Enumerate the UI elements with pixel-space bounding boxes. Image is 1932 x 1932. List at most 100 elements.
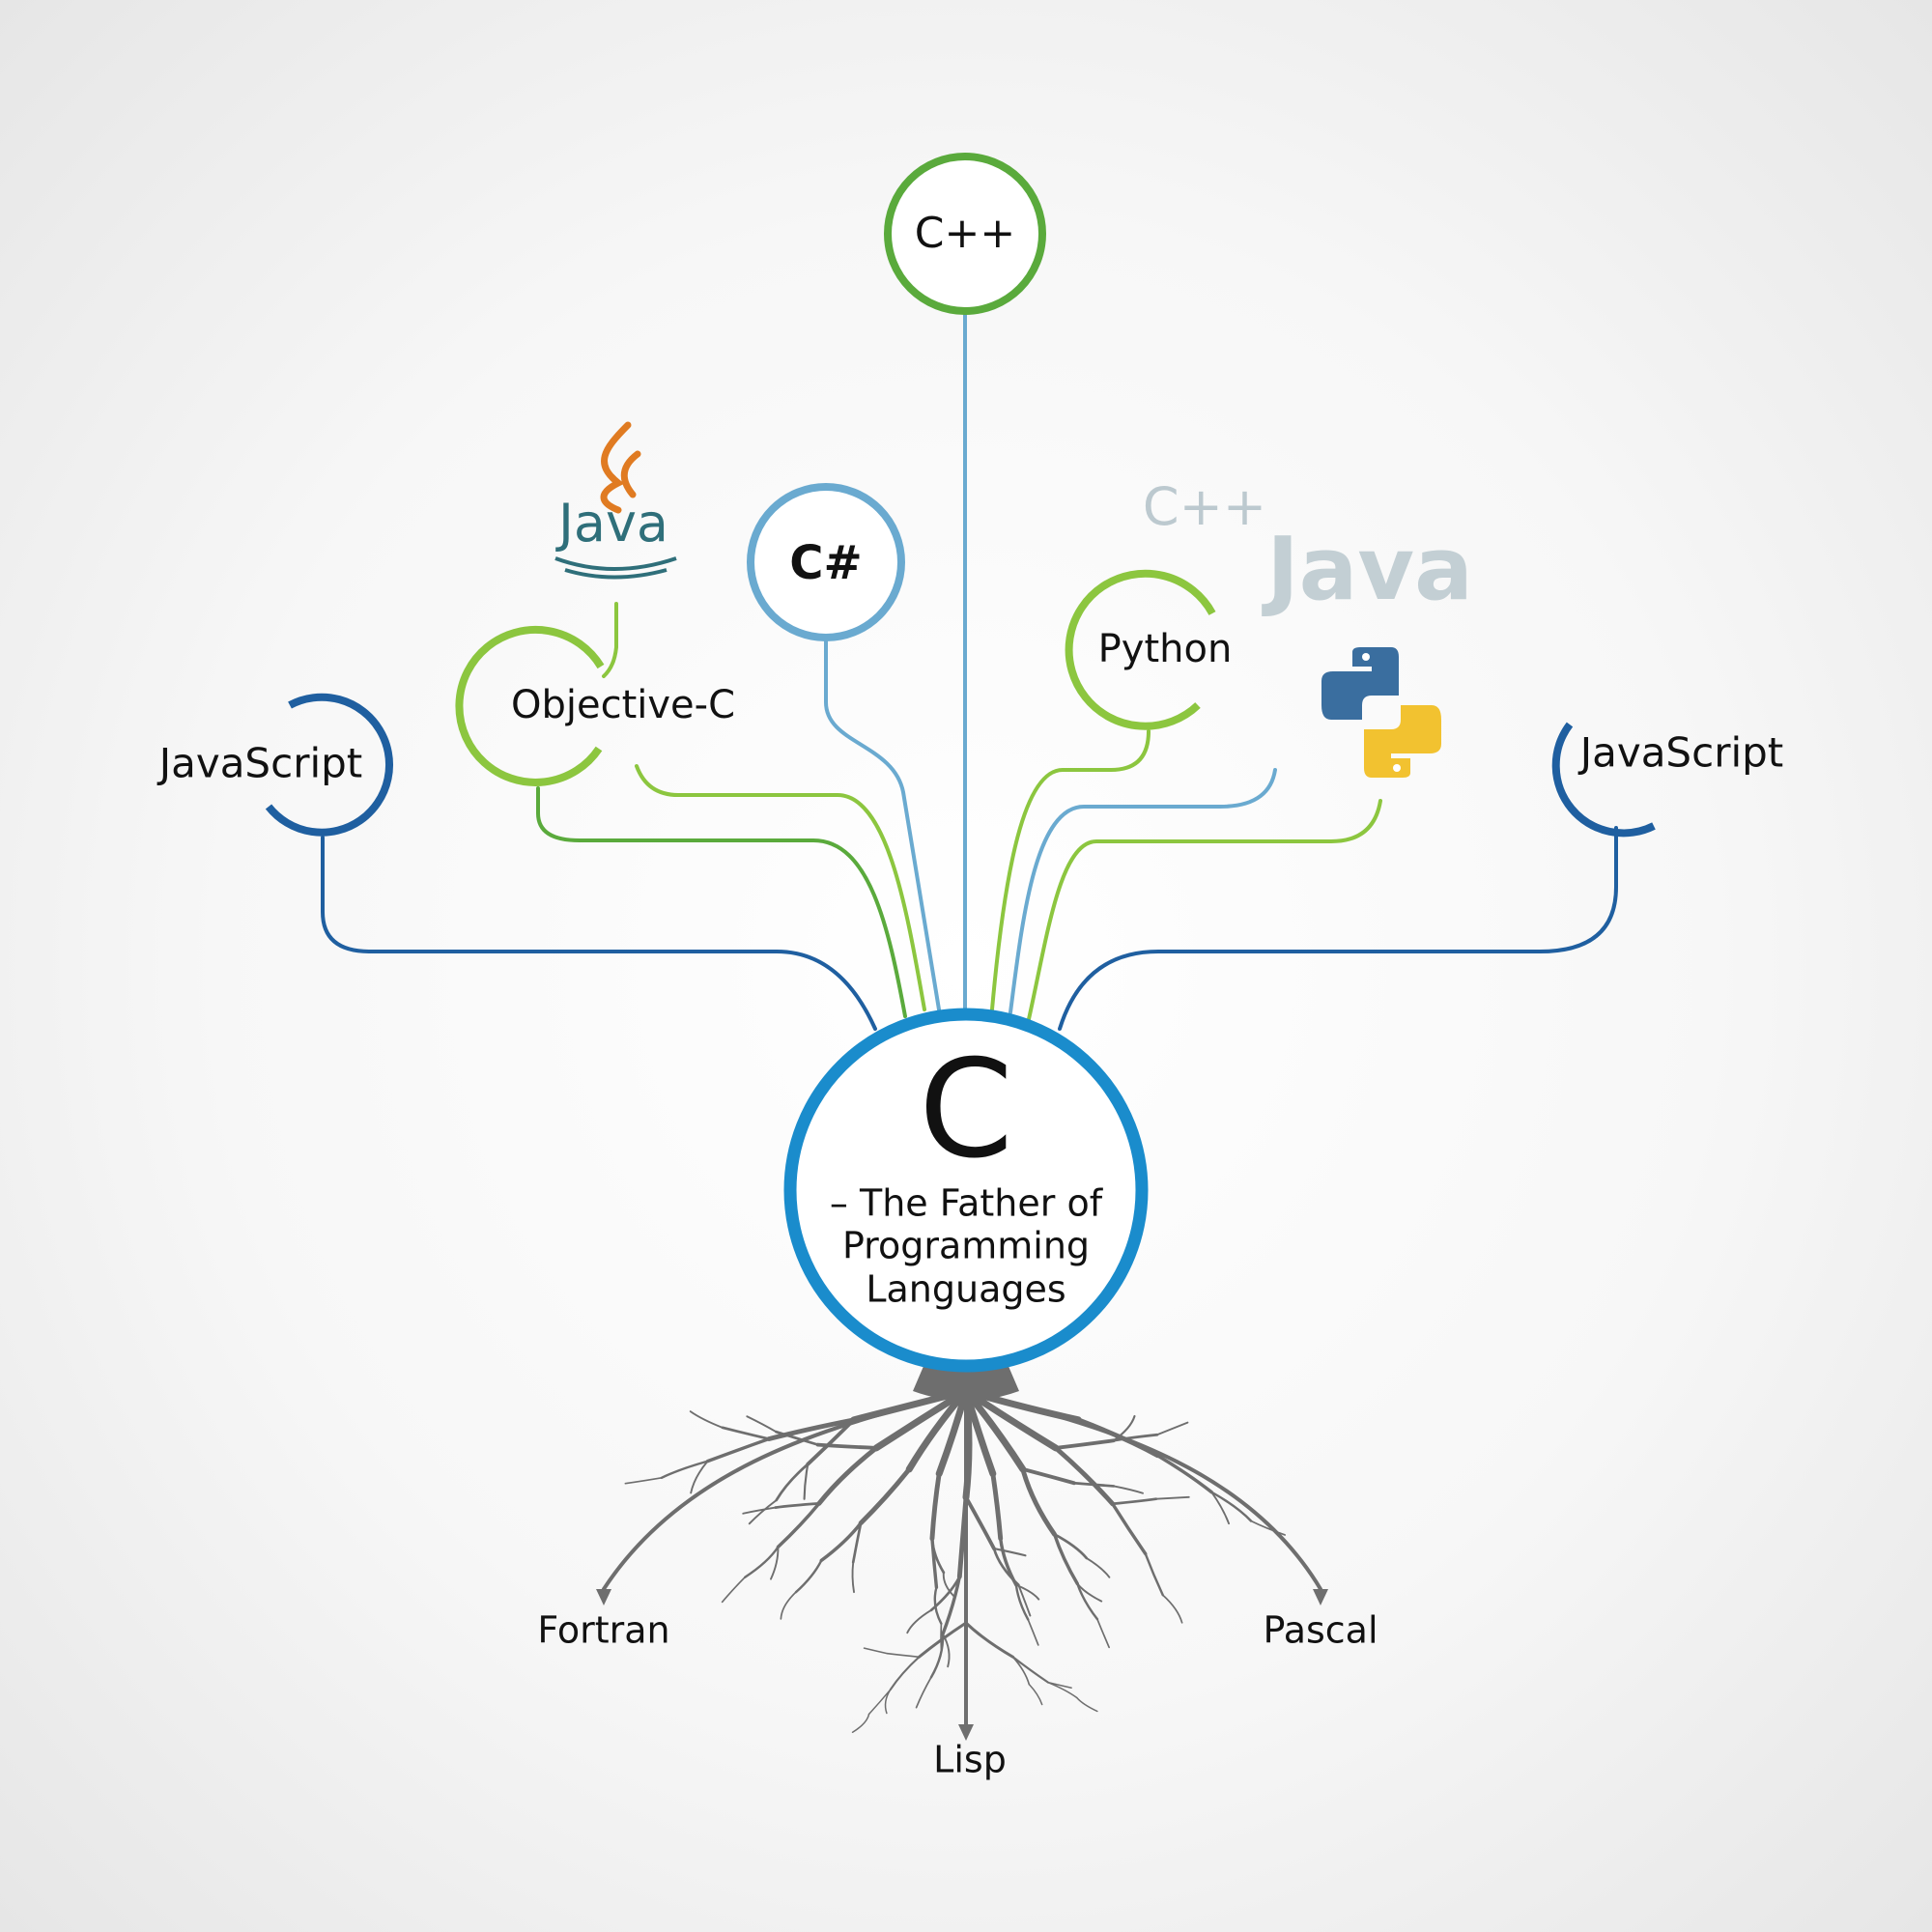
root-segment: [886, 1652, 921, 1659]
root-segment: [998, 1536, 1018, 1587]
branches: [321, 313, 1618, 1031]
branch-python-ghost: [1009, 768, 1277, 1014]
root-segment: [1154, 1495, 1190, 1500]
root-segment: [1020, 1466, 1058, 1537]
node-csharp: C#: [747, 483, 905, 641]
arrow-fortran: [596, 1589, 611, 1605]
root-segment: [851, 1521, 863, 1564]
root-segment: [1144, 1552, 1164, 1597]
root-segment: [1053, 1445, 1116, 1507]
root-segment: [774, 1502, 821, 1509]
root-segment: [1011, 1656, 1031, 1686]
root-segment: [1011, 1656, 1050, 1684]
root-segment: [1047, 1681, 1072, 1689]
root-segment: [906, 1608, 932, 1634]
root-arrows: [596, 1589, 1328, 1741]
root-segment: [964, 1621, 1015, 1659]
node-objective-c-label: Objective-C: [511, 683, 735, 727]
root-segment: [815, 1442, 879, 1450]
root-segment: [1250, 1520, 1286, 1536]
java-logo: Java: [554, 421, 677, 580]
root-segment: [942, 1571, 956, 1599]
root-segment: [1017, 1583, 1032, 1617]
root-label-lisp: Lisp: [933, 1739, 1007, 1781]
node-python-label: Python: [1098, 627, 1233, 671]
root-segment: [1155, 1454, 1213, 1494]
root-segment: [1085, 1556, 1111, 1578]
root-segment: [766, 1417, 857, 1442]
node-csharp-label: C#: [789, 536, 862, 590]
root-segment: [721, 1576, 747, 1604]
root-segment: [660, 1460, 709, 1480]
root-segment: [1047, 1681, 1078, 1699]
branch-objective-c-lower: [536, 786, 907, 1018]
root-segment: [780, 1591, 797, 1620]
root-segment: [690, 1460, 709, 1494]
root-segment: [1111, 1502, 1148, 1556]
root-segment: [742, 1506, 777, 1515]
root-segment: [775, 1463, 810, 1502]
branch-javascript-right: [1058, 826, 1618, 1031]
node-javascript-left-label: JavaScript: [156, 740, 363, 787]
branch-javascript-left: [321, 836, 877, 1031]
root-segment: [1111, 1497, 1158, 1506]
main-subtitle-line3: Languages: [866, 1268, 1065, 1311]
root-segment: [819, 1520, 863, 1563]
branch-python-logo: [1027, 799, 1382, 1021]
main-subtitle-line2: Programming: [842, 1225, 1090, 1267]
branch-python: [990, 729, 1151, 1011]
root-segment: [776, 1501, 821, 1549]
root-segment: [1053, 1438, 1116, 1450]
node-cpp-label: C++: [915, 209, 1015, 258]
root-segment: [794, 1559, 823, 1594]
root-segment: [992, 1548, 1027, 1557]
ghost-java-label: Java: [1261, 519, 1473, 620]
root-segment: [917, 1621, 968, 1659]
root-segment: [1076, 1696, 1098, 1713]
branch-csharp: [824, 638, 941, 1011]
root-segment: [1020, 1466, 1076, 1486]
root-segment: [746, 1415, 778, 1434]
branch-objective-c-upper: [635, 764, 926, 1011]
root-segment: [1209, 1491, 1253, 1522]
arrow-lisp: [958, 1724, 974, 1741]
node-objective-c: Objective-C: [455, 625, 735, 786]
root-segment: [1161, 1594, 1183, 1624]
root-segment: [1076, 1582, 1099, 1621]
root-segment: [858, 1466, 912, 1526]
root-segment: [1076, 1582, 1103, 1603]
root-segment: [803, 1463, 810, 1500]
root-segment: [1014, 1583, 1040, 1601]
root-segment: [1052, 1532, 1079, 1586]
root-segment: [1112, 1414, 1136, 1442]
root-label-fortran: Fortran: [537, 1609, 669, 1652]
java-steam-icon: [600, 421, 641, 514]
main-c-node: C – The Father of Programming Languages: [783, 1008, 1149, 1373]
root-segment: [770, 1546, 780, 1580]
root-segment: [941, 1575, 962, 1636]
root-segment: [851, 1713, 870, 1734]
root-segment: [1155, 1421, 1189, 1436]
arrow-pascal: [1313, 1589, 1328, 1605]
root-segment: [964, 1495, 996, 1551]
root-segment: [930, 1537, 946, 1575]
node-javascript-right: JavaScript: [1551, 722, 1783, 838]
main-subtitle-line1: – The Father of: [830, 1182, 1104, 1225]
root-segment: [851, 1561, 855, 1594]
branch-java: [602, 602, 618, 678]
java-logo-text: Java: [555, 493, 668, 554]
root-label-pascal: Pascal: [1263, 1609, 1378, 1652]
root-segment: [1113, 1485, 1145, 1494]
root-segment: [1014, 1583, 1030, 1621]
root-segment: [721, 1426, 771, 1440]
root-segment: [1053, 1532, 1089, 1560]
root-segment: [990, 1471, 1004, 1542]
root-segment: [884, 1689, 892, 1715]
main-c-letter: C: [919, 1032, 1013, 1189]
root-segment: [929, 1471, 942, 1542]
root-segment: [929, 1575, 961, 1612]
python-logo-icon: [1321, 647, 1441, 778]
ghost-cpp-label: C++: [1143, 476, 1266, 537]
root-segment: [889, 1656, 921, 1691]
